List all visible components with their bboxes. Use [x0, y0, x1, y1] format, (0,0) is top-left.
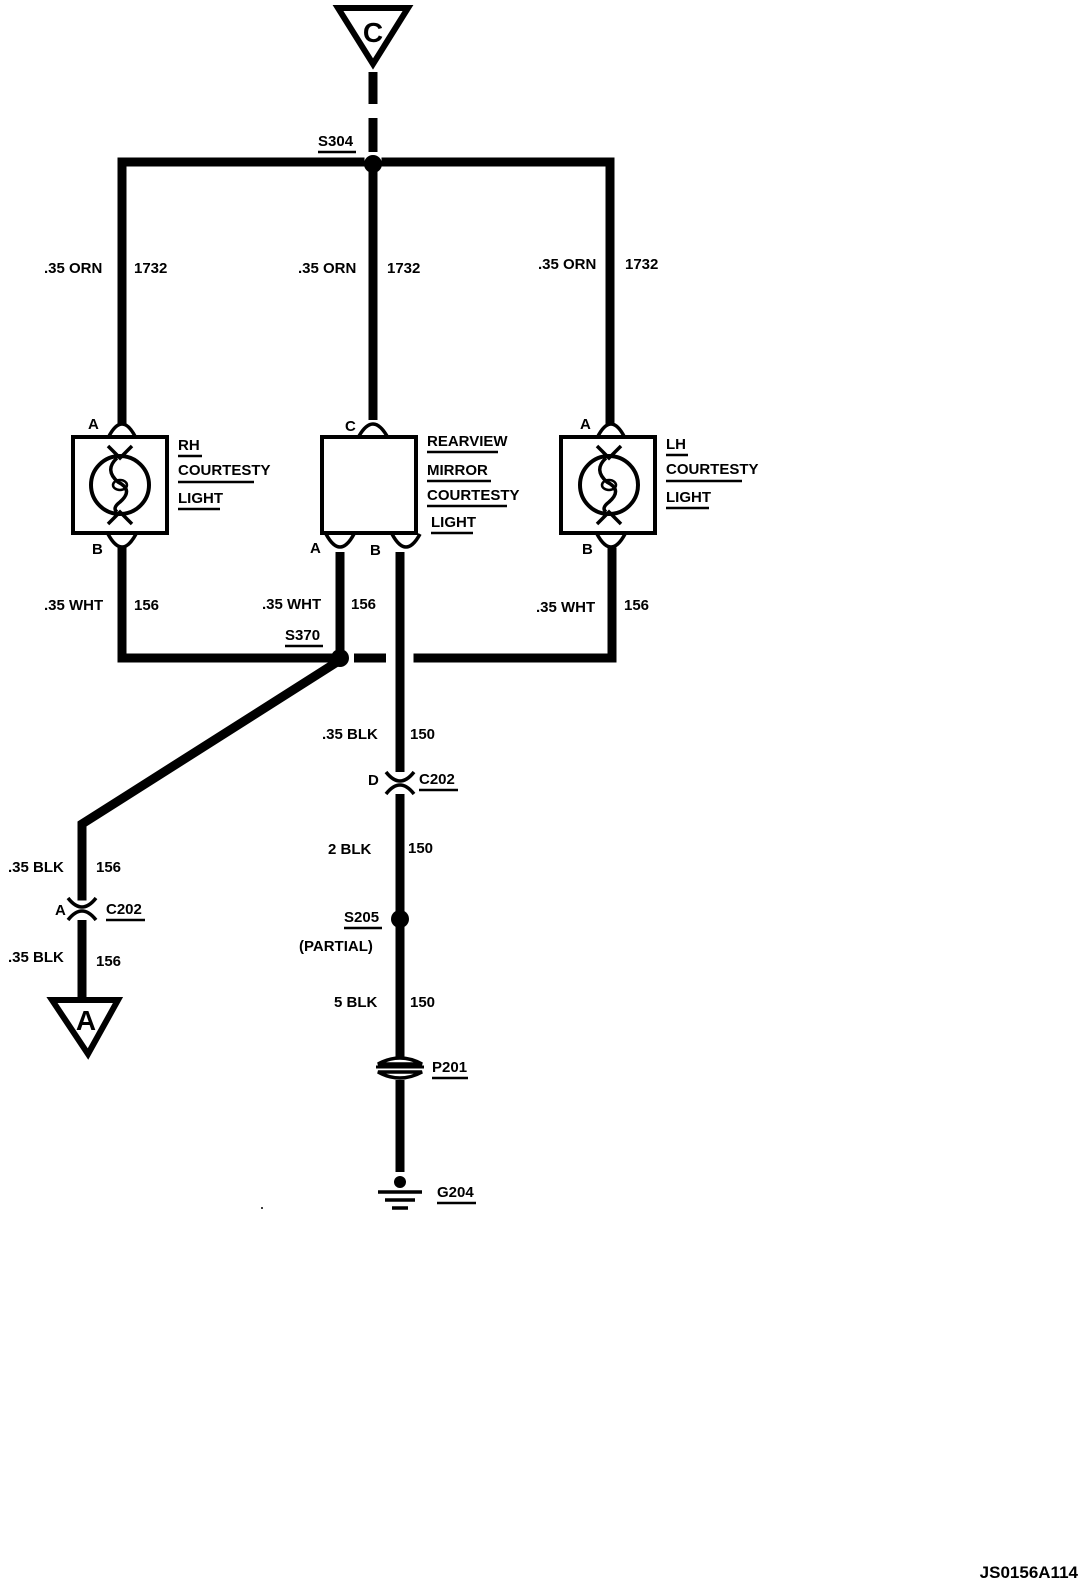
rh-pin-a: A: [88, 416, 99, 433]
wire-mid-top-gauge: .35 ORN: [298, 260, 356, 277]
mirror-light-label-1: REARVIEW: [427, 433, 508, 450]
stray-dot: [261, 1207, 263, 1209]
mirror-pin-a: A: [310, 540, 321, 557]
c202-a-name: C202: [106, 901, 142, 918]
rh-light-label-2: COURTESTY: [178, 462, 271, 479]
top-bus-wire: [117, 157, 615, 425]
connector-a-symbol: A: [46, 997, 124, 1060]
wire-rh-top-circuit: 1732: [134, 260, 167, 277]
mirror-light-label-3: COURTESTY: [427, 487, 520, 504]
wire-lh-bottom-gauge: .35 WHT: [536, 599, 595, 616]
mirror-light-label-2: MIRROR: [427, 462, 488, 479]
wire-left-2-gauge: .35 BLK: [8, 949, 64, 966]
wire-ground-1-gauge: .35 BLK: [322, 726, 378, 743]
rh-courtesy-light: [71, 422, 169, 549]
ground-g204-symbol: [378, 1176, 422, 1210]
lh-light-label-2: COURTESTY: [666, 461, 759, 478]
wire-left-1-circuit: 156: [96, 859, 121, 876]
wire-rh-bottom-circuit: 156: [134, 597, 159, 614]
g204-label: G204: [437, 1184, 474, 1201]
wire-left-2-circuit: 156: [96, 953, 121, 970]
bottom-bus-wire: [117, 547, 617, 663]
splice-s205-dot: [391, 910, 409, 928]
lh-courtesy-light: [559, 422, 657, 549]
mirror-light-label-4: LIGHT: [431, 514, 476, 531]
rh-pin-b: B: [92, 541, 103, 558]
splice-s370-label: S370: [285, 627, 320, 644]
mirror-courtesy-light: [320, 422, 422, 549]
wire-rh-bottom-gauge: .35 WHT: [44, 597, 103, 614]
c202-a-pin: A: [55, 902, 66, 919]
wire-mid-bottom-gauge: .35 WHT: [262, 596, 321, 613]
rh-light-label-3: LIGHT: [178, 490, 223, 507]
wire-mid-top-circuit: 1732: [387, 260, 420, 277]
left-wire: [66, 657, 341, 998]
rh-light-label-1: RH: [178, 437, 200, 454]
lh-light-label-3: LIGHT: [666, 489, 711, 506]
wire-rh-top-gauge: .35 ORN: [44, 260, 102, 277]
wire-lh-top-gauge: .35 ORN: [538, 256, 596, 273]
wire-left-1-gauge: .35 BLK: [8, 859, 64, 876]
splice-s304-dot: [364, 155, 382, 173]
p201-label: P201: [432, 1059, 467, 1076]
wire-ground-2-gauge: 2 BLK: [328, 841, 372, 858]
c202-d-name: C202: [419, 771, 455, 788]
wire-ground-3-circuit: 150: [410, 994, 435, 1011]
connector-a-letter: A: [76, 1005, 96, 1036]
wire-ground-1-circuit: 150: [410, 726, 435, 743]
connector-c-symbol: C: [332, 5, 414, 70]
mirror-pin-b: B: [370, 542, 381, 559]
mirror-pin-c: C: [345, 418, 356, 435]
wire-lh-top-circuit: 1732: [625, 256, 658, 273]
splice-s304-label: S304: [318, 133, 354, 150]
p201-symbol: [376, 1056, 424, 1080]
lh-pin-b: B: [582, 541, 593, 558]
connector-c-letter: C: [363, 17, 383, 48]
figure-code: JS0156A114: [980, 1563, 1079, 1582]
c202-d-pin: D: [368, 772, 379, 789]
splice-s205-label: S205: [344, 909, 379, 926]
lh-pin-a: A: [580, 416, 591, 433]
lh-light-label-1: LH: [666, 436, 686, 453]
wire-lh-bottom-circuit: 156: [624, 597, 649, 614]
splice-s205-note: (PARTIAL): [299, 938, 373, 955]
wire-ground-3-gauge: 5 BLK: [334, 994, 378, 1011]
wire-ground-2-circuit: 150: [408, 840, 433, 857]
wire-mid-bottom-circuit: 156: [351, 596, 376, 613]
